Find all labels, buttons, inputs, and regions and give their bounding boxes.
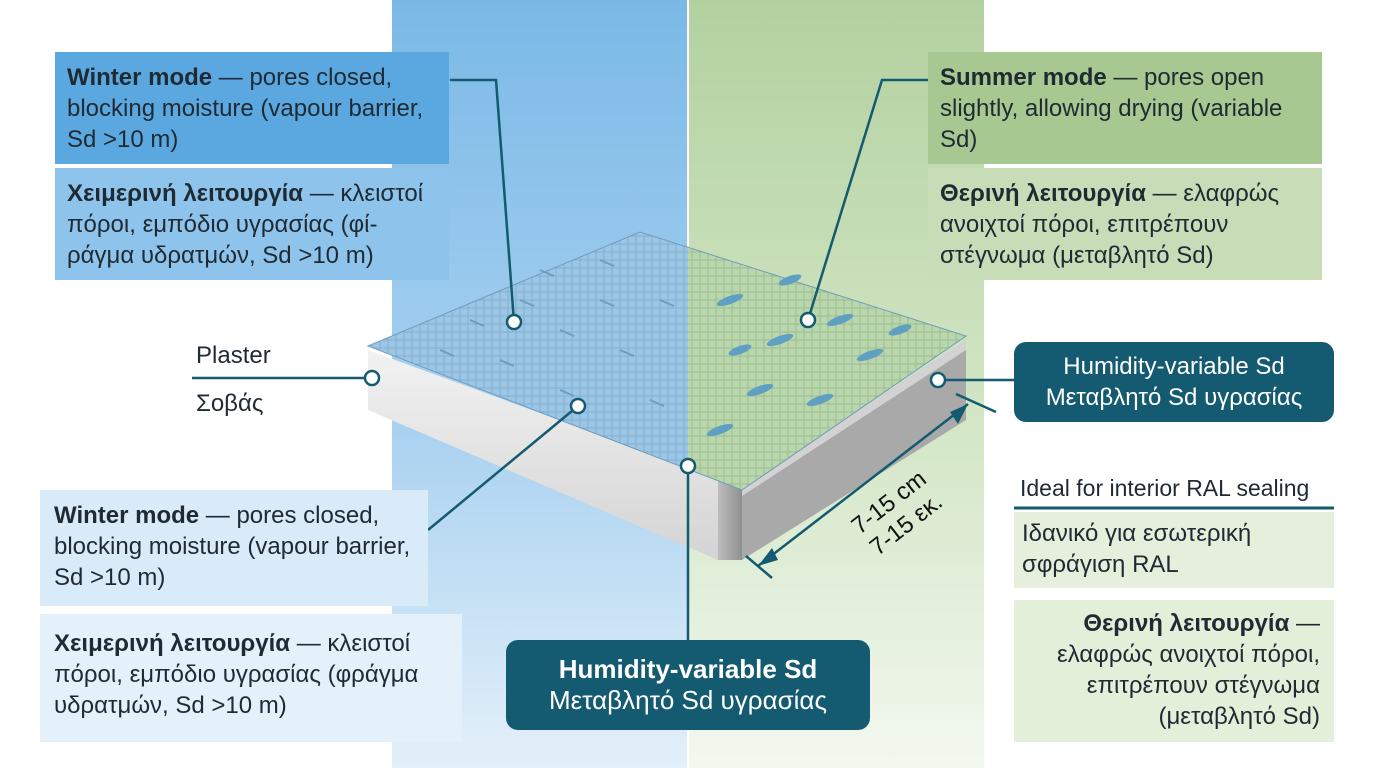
dimension-line <box>745 392 997 579</box>
leader-lines <box>192 78 1014 640</box>
closed-pores <box>439 259 675 407</box>
open-pores <box>706 274 912 437</box>
ideal-title: Ideal for interior RAL sealing <box>1020 475 1310 501</box>
summer-mode-gr-bottom: Θερινή λειτουργία — ελαφρώς ανοιχτοί πόρ… <box>1014 600 1334 742</box>
plaster-label-en: Plaster <box>196 342 271 369</box>
winter-mode-gr-top: Χειμερινή λειτουργία — κλειστοί πόροι, ε… <box>55 168 449 280</box>
marker-winter-membrane <box>505 313 523 331</box>
winter-mode-gr-bottom: Χειμερινή λειτουργία — κλειστοί πόροι, ε… <box>40 614 462 742</box>
marker-summer-membrane <box>799 311 817 329</box>
marker-winter-pore <box>569 397 587 415</box>
humidity-variable-pill-center: Humidity-variable Sd Μεταβλητό Sd υγρασί… <box>506 640 870 730</box>
winter-mode-en-top: Winter mode — pores closed, blocking moi… <box>55 52 449 164</box>
summer-mode-gr-top: Θερινή λειτουργία — ελαφρώς ανοιχτοί πόρ… <box>928 168 1322 280</box>
marker-plaster <box>363 369 381 387</box>
summer-mode-en-top: Summer mode — pores open slightly, allow… <box>928 52 1322 164</box>
slab <box>366 231 968 560</box>
winter-mode-en-bottom: Winter mode — pores closed, blocking moi… <box>40 490 428 606</box>
plaster-label-gr: Σοβάς <box>196 390 264 417</box>
marker-humidity-variable <box>929 371 947 389</box>
humidity-variable-pill-right: Humidity-variable Sd Μεταβλητό Sd υγρασί… <box>1014 342 1334 422</box>
ideal-gr-box: Ιδανικό για εσωτερική σφράγιση RAL <box>1014 512 1334 588</box>
marker-membrane-center <box>679 457 697 475</box>
